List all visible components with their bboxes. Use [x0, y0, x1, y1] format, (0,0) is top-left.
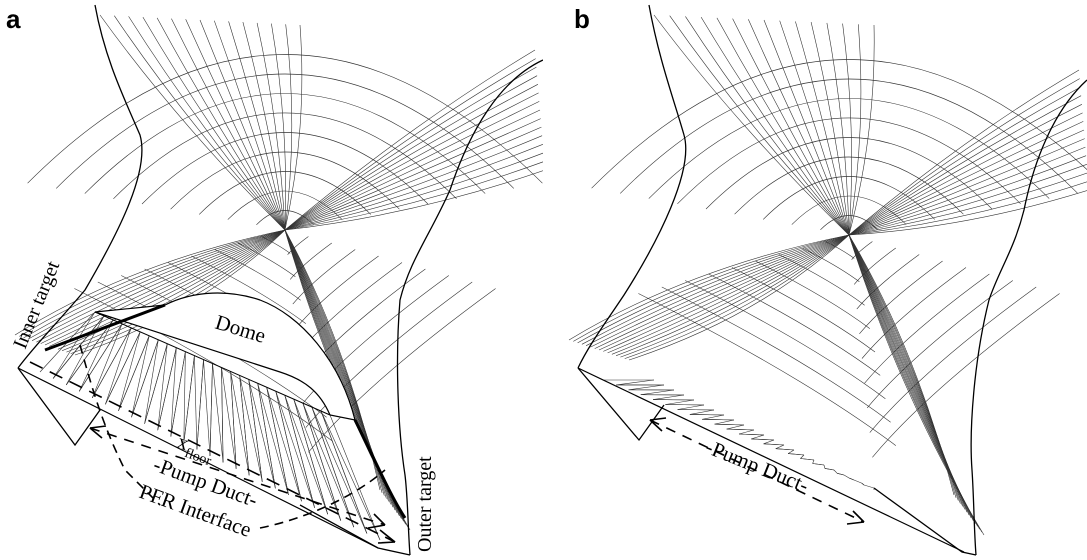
panel-letter: b: [574, 4, 590, 34]
pump-duct-arrow: [649, 417, 865, 525]
wall-outline: [17, 4, 543, 556]
pump-duct-arrow: [89, 425, 386, 529]
panel-a: a: [0, 0, 543, 560]
mesh-grid: [568, 14, 1087, 536]
floor-line: [17, 367, 379, 549]
dome-outline: [94, 292, 356, 421]
x-floor-arrow: [29, 361, 396, 544]
mesh-grid: [14, 14, 543, 541]
pfr-interface-leaders: [79, 344, 386, 529]
inner-target-label: Inner target: [9, 258, 64, 352]
wall-outline: [577, 4, 1087, 556]
pump-duct-label: -Pump Duct-: [702, 434, 812, 497]
floor-line: [577, 367, 965, 553]
divertor-mesh-diagram: Inner target Dome xfloor -Pump Duct- PFR…: [9, 4, 543, 556]
inner-target-plate: [44, 303, 166, 352]
dome-bottom-line: [94, 311, 331, 416]
divertor-mesh-diagram: -Pump Duct-: [568, 4, 1087, 556]
outer-target-plate: [353, 419, 407, 519]
panel-letter: a: [6, 4, 21, 34]
panel-b: b -Pump Duct-: [544, 0, 1087, 560]
outer-target-label: Outer target: [414, 456, 436, 552]
